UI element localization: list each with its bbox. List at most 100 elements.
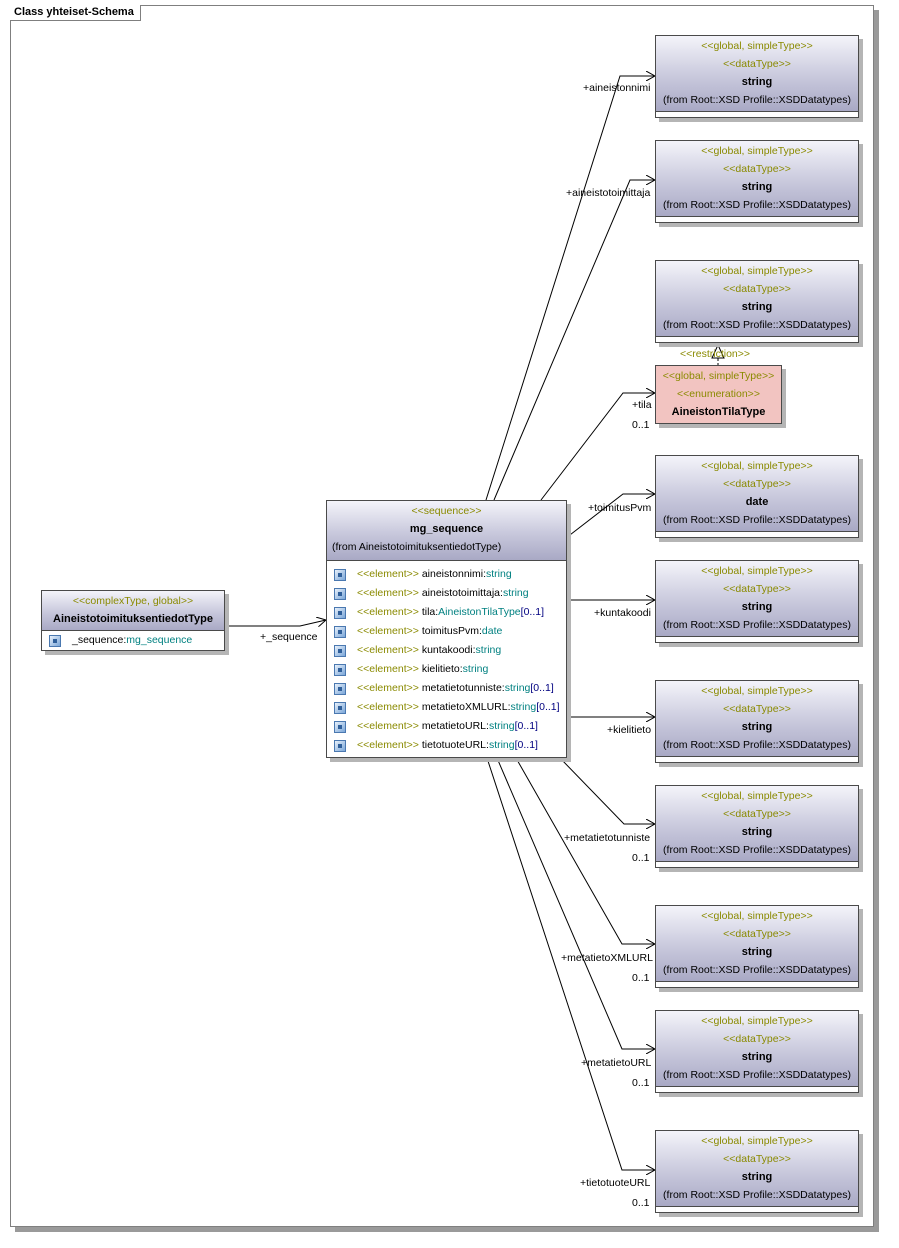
class-stereotype: <<global, simpleType>>	[701, 685, 813, 697]
element-type: AineistonTilaType	[438, 606, 521, 618]
class-datatype: <<dataType>>	[723, 283, 791, 295]
role-label-metatietotunniste: +metatietotunniste	[564, 832, 651, 844]
class-attributes	[656, 337, 858, 342]
class-stereotype: <<global, simpleType>>	[701, 565, 813, 577]
string-type-aineistonnimi[interactable]: <<global, simpleType>> <<dataType>> stri…	[655, 35, 859, 118]
class-header: <<global, simpleType>> <<enumeration>> A…	[656, 366, 781, 423]
class-header: <<global, simpleType>> <<dataType>> stri…	[656, 1131, 858, 1207]
element-icon	[334, 721, 346, 733]
element-name: metatietoXMLURL:	[421, 701, 511, 713]
class-datatype: <<dataType>>	[723, 163, 791, 175]
class-attributes	[656, 532, 858, 537]
class-attributes	[656, 217, 858, 222]
class-stereotype: <<global, simpleType>>	[701, 265, 813, 277]
element-type: string	[462, 663, 489, 675]
assoc-metatietotunniste	[559, 757, 655, 824]
complex-type-class[interactable]: <<complexType, global>> Aineistotoimituk…	[41, 590, 225, 651]
class-name: string	[741, 1171, 773, 1183]
enumeration-class[interactable]: <<global, simpleType>> <<enumeration>> A…	[655, 365, 782, 424]
class-datatype: <<dataType>>	[723, 58, 791, 70]
element-type: string	[486, 568, 512, 580]
element-stereotype: <<element>>	[357, 587, 419, 599]
element-name: tietotuoteURL:	[421, 739, 489, 751]
class-attributes: _sequence:mg_sequence	[42, 631, 224, 650]
element-icon	[334, 569, 346, 581]
assoc-aineistotoimittaja	[493, 180, 655, 501]
element-type: string	[488, 739, 515, 751]
attribute-row[interactable]: _sequence:mg_sequence	[42, 631, 224, 650]
class-origin: (from Root::XSD Profile::XSDDatatypes)	[663, 844, 851, 856]
class-header: <<global, simpleType>> <<dataType>> stri…	[656, 786, 858, 862]
attribute-icon	[49, 635, 61, 647]
class-attributes	[656, 637, 858, 642]
element-row[interactable]: <<element>> kuntakoodi:string	[327, 641, 566, 660]
element-icon	[334, 588, 346, 600]
string-type-kuntakoodi[interactable]: <<global, simpleType>> <<dataType>> stri…	[655, 560, 859, 643]
string-type-metatietotunniste[interactable]: <<global, simpleType>> <<dataType>> stri…	[655, 785, 859, 868]
element-stereotype: <<element>>	[357, 568, 419, 580]
class-header: <<global, simpleType>> <<dataType>> stri…	[656, 681, 858, 757]
role-label-metatietoXMLURL: +metatietoXMLURL	[561, 952, 653, 964]
element-row[interactable]: <<element>> kielitieto:string	[327, 660, 566, 679]
element-type: string	[510, 701, 537, 713]
string-type-metatietoXMLURL[interactable]: <<global, simpleType>> <<dataType>> stri…	[655, 905, 859, 988]
element-type: string	[488, 720, 515, 732]
class-name: date	[745, 496, 769, 508]
multiplicity-tietotuoteURL: 0..1	[632, 1197, 650, 1209]
class-stereotype: <<global, simpleType>>	[701, 790, 813, 802]
string-type-restriction-base[interactable]: <<global, simpleType>> <<dataType>> stri…	[655, 260, 859, 343]
element-row[interactable]: <<element>> metatietoURL:string[0..1]	[327, 717, 566, 736]
attribute-name: _sequence:	[72, 634, 127, 646]
element-row[interactable]: <<element>> tietotuoteURL:string[0..1]	[327, 736, 566, 755]
class-stereotype: <<global, simpleType>>	[701, 1135, 813, 1147]
element-row[interactable]: <<element>> toimitusPvm:date	[327, 622, 566, 641]
class-kind: <<enumeration>>	[677, 388, 760, 400]
element-row[interactable]: <<element>> metatietoXMLURL:string[0..1]	[327, 698, 566, 717]
element-name: kuntakoodi:	[421, 644, 476, 656]
restriction-label: <<restriction>>	[680, 348, 751, 360]
assoc-metatietoXMLURL	[515, 757, 655, 944]
class-header: <<global, simpleType>> <<dataType>> stri…	[656, 1011, 858, 1087]
multiplicity-metatietoXMLURL: 0..1	[632, 972, 650, 984]
class-stereotype: <<global, simpleType>>	[662, 370, 775, 382]
class-header: <<sequence>> mg_sequence (from Aineistot…	[327, 501, 566, 561]
class-header: <<global, simpleType>> <<dataType>> stri…	[656, 261, 858, 337]
class-name: string	[741, 181, 773, 193]
class-stereotype: <<global, simpleType>>	[701, 1015, 813, 1027]
element-stereotype: <<element>>	[357, 720, 419, 732]
string-type-metatietoURL[interactable]: <<global, simpleType>> <<dataType>> stri…	[655, 1010, 859, 1093]
class-datatype: <<dataType>>	[723, 478, 791, 490]
element-stereotype: <<element>>	[357, 644, 419, 656]
element-row[interactable]: <<element>> aineistonnimi:string	[327, 565, 566, 584]
element-name: tila:	[421, 606, 439, 618]
element-name: kielitieto:	[421, 663, 463, 675]
element-type: date	[481, 625, 503, 637]
class-name: string	[741, 76, 773, 88]
assoc-tila	[540, 393, 655, 501]
element-row[interactable]: <<element>> tila:AineistonTilaType[0..1]	[327, 603, 566, 622]
class-stereotype: <<sequence>>	[411, 505, 482, 517]
class-datatype: <<dataType>>	[723, 808, 791, 820]
class-origin: (from Root::XSD Profile::XSDDatatypes)	[663, 514, 851, 526]
class-stereotype: <<global, simpleType>>	[701, 40, 813, 52]
class-stereotype: <<global, simpleType>>	[701, 145, 813, 157]
element-row[interactable]: <<element>> metatietotunniste:string[0..…	[327, 679, 566, 698]
restriction-arrowhead	[711, 343, 725, 359]
sequence-class[interactable]: <<sequence>> mg_sequence (from Aineistot…	[326, 500, 567, 758]
class-origin: (from AineistotoimituksentiedotType)	[332, 541, 502, 553]
element-row[interactable]: <<element>> aineistotoimittaja:string	[327, 584, 566, 603]
class-name: AineistotoimituksentiedotType	[53, 613, 213, 625]
class-origin: (from Root::XSD Profile::XSDDatatypes)	[663, 319, 851, 331]
date-type-toimitusPvm[interactable]: <<global, simpleType>> <<dataType>> date…	[655, 455, 859, 538]
element-name: toimitusPvm:	[421, 625, 482, 637]
assoc-metatietoURL	[496, 757, 655, 1049]
string-type-aineistotoimittaja[interactable]: <<global, simpleType>> <<dataType>> stri…	[655, 140, 859, 223]
element-list: <<element>> aineistonnimi:string<<elemen…	[327, 561, 566, 757]
string-type-tietotuoteURL[interactable]: <<global, simpleType>> <<dataType>> stri…	[655, 1130, 859, 1213]
class-name: mg_sequence	[409, 523, 484, 535]
element-multiplicity: [0..1]	[530, 682, 554, 694]
class-header: <<complexType, global>> Aineistotoimituk…	[42, 591, 224, 631]
string-type-kielitieto[interactable]: <<global, simpleType>> <<dataType>> stri…	[655, 680, 859, 763]
class-attributes	[656, 1087, 858, 1092]
